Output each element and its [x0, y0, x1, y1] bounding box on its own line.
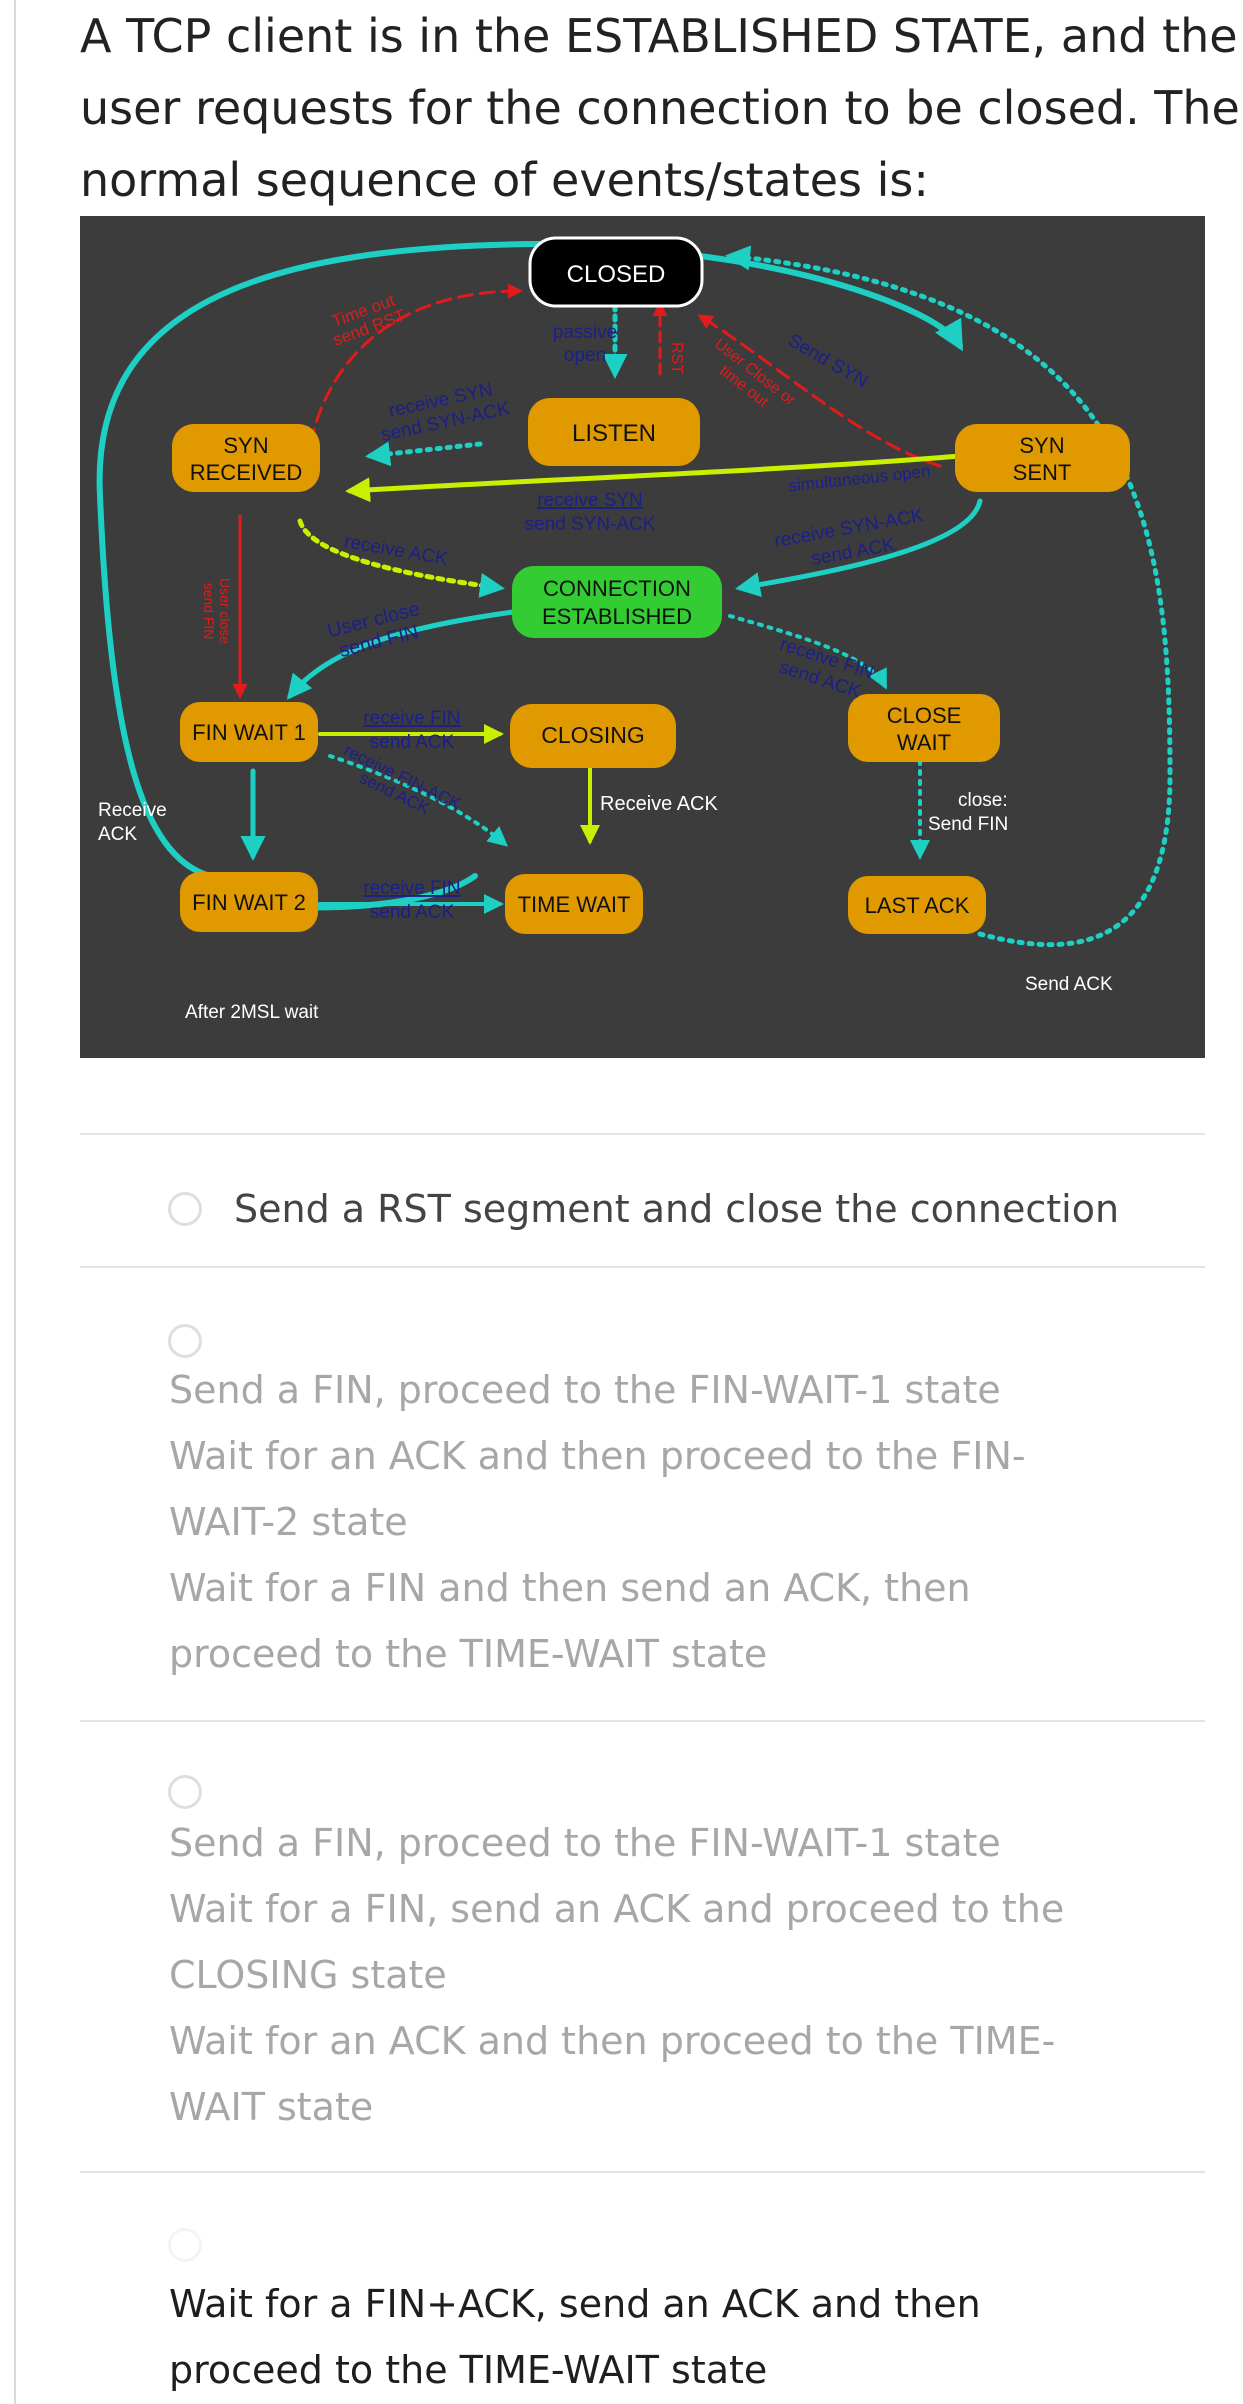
- state-syn-sent-label: SENT: [1013, 460, 1072, 485]
- arrow-listen-to-synrcvd: [365, 441, 483, 467]
- state-listen: LISTEN: [528, 398, 700, 466]
- label-user-close-left: send FIN: [201, 583, 217, 640]
- state-established: CONNECTION ESTABLISHED: [512, 566, 722, 638]
- option-divider: [80, 2171, 1205, 2173]
- label-recv-fin-send-ack-fw2: send ACK: [370, 902, 455, 923]
- arrow-synsent-to-established: [735, 498, 983, 597]
- arrow-timeout-rst: [303, 283, 523, 488]
- question-line: A TCP client is in the ESTABLISHED STATE…: [80, 9, 1238, 63]
- question-line: user requests for the connection to be c…: [80, 81, 1240, 135]
- state-closing: CLOSING: [510, 704, 676, 768]
- arrow-lastack-to-closed: [725, 245, 1173, 948]
- label-recv-fin-send-ack-fw1: send ACK: [370, 732, 455, 753]
- label-recv-syn-mid: send SYN-ACK: [525, 514, 656, 535]
- label-recv-syn-mid: receive SYN: [537, 490, 643, 511]
- label-receive-ack: receive ACK: [343, 531, 450, 570]
- state-fin-wait-2-label: FIN WAIT 2: [192, 890, 306, 915]
- arrow-finwait1-to-timewait: [328, 754, 509, 847]
- option-divider: [80, 1720, 1205, 1722]
- state-last-ack: LAST ACK: [848, 876, 986, 934]
- state-time-wait-label: TIME WAIT: [518, 892, 631, 917]
- option-3-radio[interactable]: [168, 1775, 202, 1809]
- label-close-send-fin: close:: [958, 790, 1008, 811]
- label-user-close-left: User close: [217, 578, 233, 644]
- option-1-text[interactable]: Send a RST segment and close the connect…: [234, 1176, 1119, 1242]
- option-line: Wait for a FIN+ACK, send an ACK and then: [169, 2282, 981, 2326]
- option-line: Send a RST segment and close the connect…: [234, 1187, 1120, 1231]
- label-passive-open: open: [564, 345, 606, 366]
- option-line: proceed to the TIME-WAIT state: [169, 2348, 768, 2392]
- option-line: WAIT state: [169, 2085, 374, 2129]
- option-line: Wait for a FIN and then send an ACK, the…: [169, 1566, 971, 1610]
- label-after-2msl: After 2MSL wait: [185, 1002, 319, 1023]
- state-established-label: CONNECTION: [543, 576, 691, 601]
- option-3-text[interactable]: Send a FIN, proceed to the FIN-WAIT-1 st…: [169, 1810, 1064, 2140]
- state-syn-received-label: SYN: [223, 433, 268, 458]
- state-time-wait: TIME WAIT: [505, 874, 643, 934]
- tcp-state-diagram: CLOSED LISTEN SYN RECEIVED SYN SENT CONN…: [80, 216, 1205, 1058]
- state-listen-label: LISTEN: [572, 420, 656, 447]
- option-line: Send a FIN, proceed to the FIN-WAIT-1 st…: [169, 1821, 1001, 1865]
- state-closed-label: CLOSED: [567, 261, 666, 288]
- label-receive-ack-left: Receive: [98, 800, 167, 821]
- label-receive-ack-left: ACK: [98, 824, 137, 845]
- option-divider: [80, 1133, 1205, 1135]
- option-1-radio[interactable]: [168, 1192, 202, 1226]
- arrow-established-to-closewait: [728, 614, 887, 690]
- arrow-established-to-finwait1: [286, 608, 523, 700]
- option-line: Send a FIN, proceed to the FIN-WAIT-1 st…: [169, 1368, 1001, 1412]
- option-4-radio[interactable]: [168, 2228, 202, 2262]
- state-fin-wait-1: FIN WAIT 1: [180, 702, 318, 762]
- label-receive-ack-closing: Receive ACK: [600, 793, 718, 815]
- state-last-ack-label: LAST ACK: [865, 893, 970, 918]
- question-text: A TCP client is in the ESTABLISHED STATE…: [80, 0, 1240, 216]
- option-line: CLOSING state: [169, 1953, 447, 1997]
- left-border: [14, 0, 16, 2404]
- arrow-synsent-close: [697, 314, 942, 468]
- option-4-text[interactable]: Wait for a FIN+ACK, send an ACK and then…: [169, 2271, 981, 2403]
- state-close-wait-label: CLOSE: [887, 703, 962, 728]
- label-recv-fin-send-ack-fw2: receive FIN: [363, 878, 460, 899]
- option-line: WAIT-2 state: [169, 1500, 408, 1544]
- option-2-radio[interactable]: [168, 1324, 202, 1358]
- state-syn-received: SYN RECEIVED: [172, 424, 320, 492]
- state-close-wait: CLOSE WAIT: [848, 694, 1000, 762]
- question-line: normal sequence of events/states is:: [80, 153, 929, 207]
- transition-arrows: [96, 241, 1173, 948]
- state-close-wait-label: WAIT: [897, 730, 951, 755]
- state-established-label: ESTABLISHED: [542, 604, 692, 629]
- label-recv-fin-send-ack-fw1: receive FIN: [363, 708, 460, 729]
- arrow-simultaneous-open: [345, 453, 963, 503]
- state-syn-received-label: RECEIVED: [190, 460, 302, 485]
- option-line: Wait for an ACK and then proceed to the …: [169, 1434, 1026, 1478]
- option-line: proceed to the TIME-WAIT state: [169, 1632, 768, 1676]
- state-fin-wait-2: FIN WAIT 2: [180, 872, 318, 932]
- option-2-text[interactable]: Send a FIN, proceed to the FIN-WAIT-1 st…: [169, 1357, 1026, 1687]
- state-closed: CLOSED: [528, 236, 704, 308]
- label-passive-open: passive: [553, 322, 617, 343]
- label-rst: RST: [668, 342, 685, 374]
- option-line: Wait for a FIN, send an ACK and proceed …: [169, 1887, 1065, 1931]
- option-divider: [80, 1266, 1205, 1268]
- state-fin-wait-1-label: FIN WAIT 1: [192, 720, 306, 745]
- state-syn-sent: SYN SENT: [955, 424, 1130, 492]
- arrow-synrcvd-to-established: [297, 518, 505, 598]
- state-closing-label: CLOSING: [541, 722, 645, 748]
- state-syn-sent-label: SYN: [1019, 433, 1064, 458]
- label-close-send-fin: Send FIN: [928, 814, 1008, 835]
- option-line: Wait for an ACK and then proceed to the …: [169, 2019, 1056, 2063]
- label-send-ack: Send ACK: [1025, 974, 1113, 995]
